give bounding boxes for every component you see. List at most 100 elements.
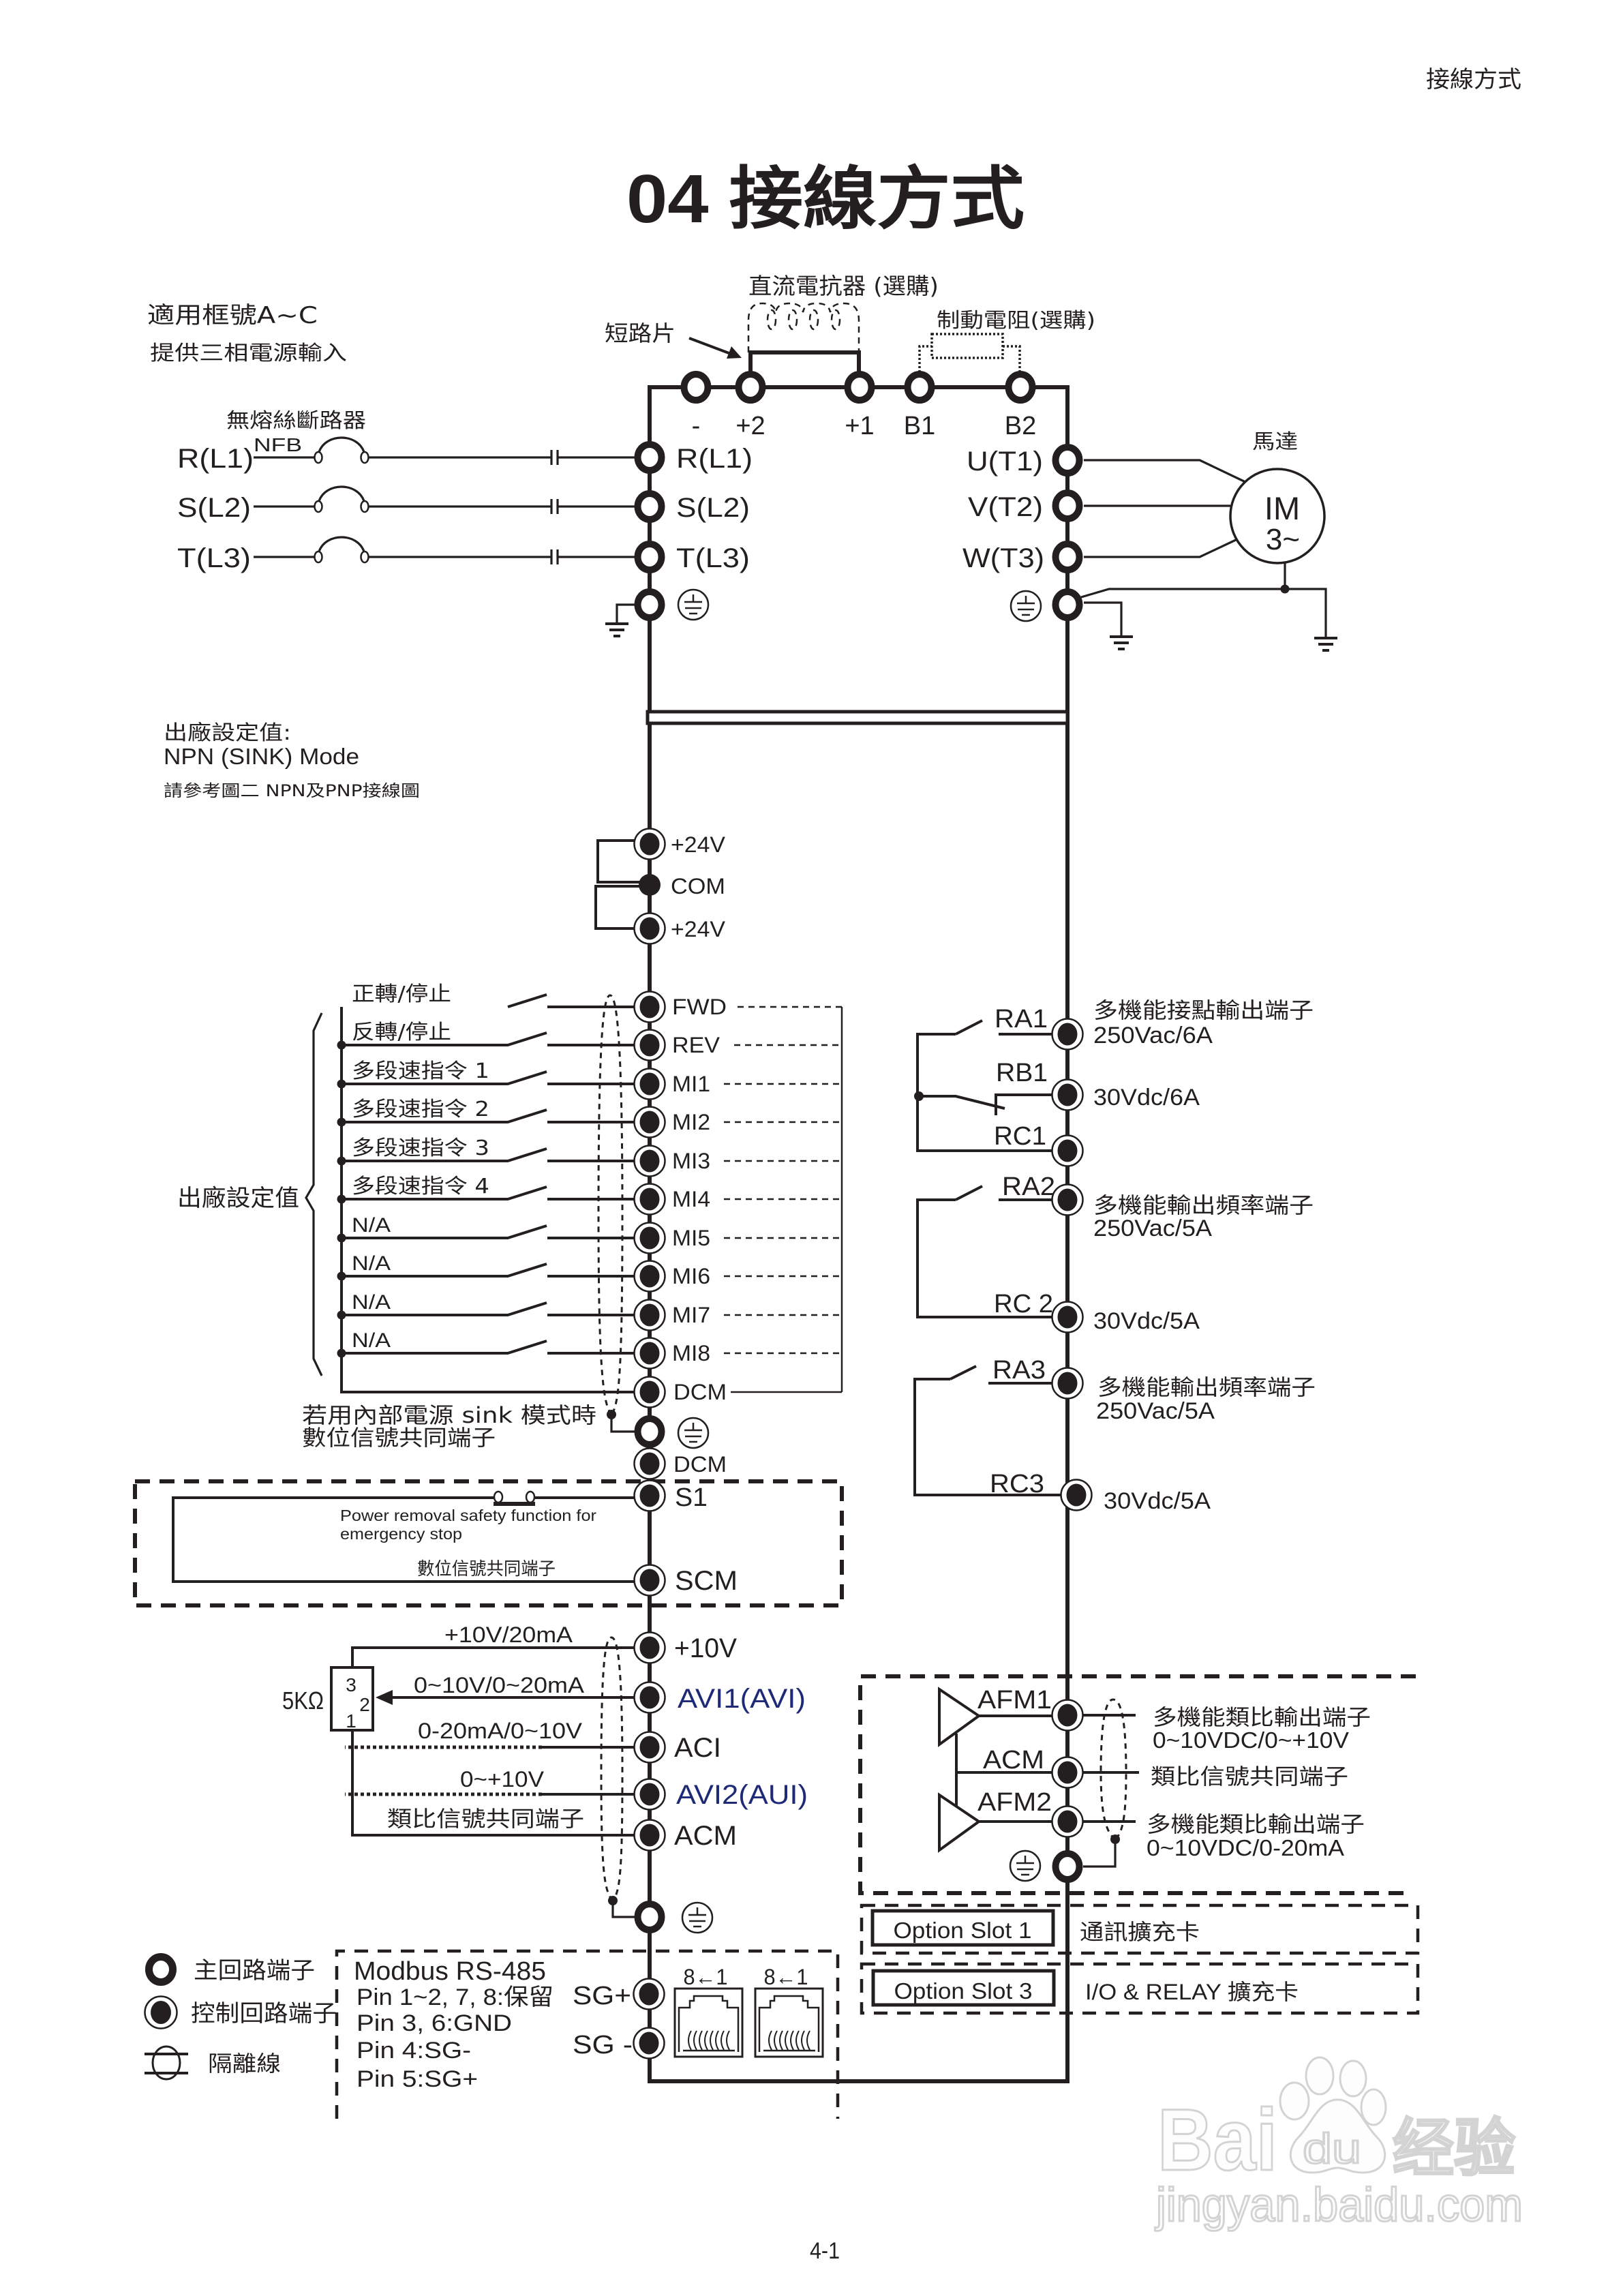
- frame-size-note: 適用框號A~C: [147, 302, 318, 329]
- digital-input-row: N/A MI6: [337, 1252, 842, 1293]
- terminal-rc2: [1051, 1301, 1084, 1333]
- amplifier-icon: [938, 1687, 982, 1747]
- terminal-w: [1056, 544, 1080, 570]
- breaker-label: 無熔絲斷路器: [226, 409, 366, 433]
- terminal-dcm: [633, 1376, 666, 1408]
- signal-label: 0~10V/0~20mA: [414, 1673, 585, 1697]
- factory-default-heading: 出廠設定值:: [164, 721, 291, 745]
- pot-pin-label: 1: [346, 1710, 357, 1732]
- signal-label: 類比信號共同端子: [387, 1806, 584, 1832]
- shielded-wire-icon: [145, 2045, 188, 2081]
- terminal-label: SG+: [573, 1982, 631, 2010]
- junction-dot: [914, 1091, 924, 1101]
- legend-label: 主回路端子: [194, 1957, 315, 1984]
- terminal-label: +10V: [674, 1633, 737, 1663]
- input-terminal-label: MI3: [672, 1149, 710, 1173]
- coil-loop: [808, 309, 819, 331]
- junction-dot: [337, 1194, 346, 1204]
- terminal-10v: [633, 1631, 666, 1664]
- terminal-s1: [633, 1479, 666, 1512]
- phase-s-wire: [254, 485, 635, 514]
- terminal-aci: [633, 1731, 666, 1764]
- optional-wires: [345, 1745, 542, 1796]
- motor-ground-wire: [1080, 563, 1327, 637]
- relay3-wires: [913, 1365, 1061, 1496]
- breaker-contact-icon: [314, 451, 323, 464]
- digital-input-row: 多段速指令 2 MI2: [337, 1098, 842, 1138]
- legend-label: 控制回路端子: [191, 2000, 337, 2027]
- pot-pin-label: 2: [359, 1694, 370, 1715]
- terminal-avi1: [633, 1681, 666, 1714]
- shielded-wire-icon: [600, 1636, 624, 1902]
- input-function-label: 多段速指令 4: [352, 1175, 489, 1198]
- safety-loop-wire: [172, 1496, 635, 1583]
- terminal-dc-plus1: [848, 374, 872, 400]
- jack-pin-order: 8←1: [764, 1965, 808, 1989]
- terminal-r: [638, 444, 662, 470]
- protective-earth-icon: [677, 1417, 710, 1449]
- modbus-pinout: Pin 3, 6:GND: [357, 2010, 512, 2036]
- terminal-input-ground: [638, 592, 662, 618]
- terminal-mi1: [633, 1068, 666, 1100]
- safety-section: Power removal safety function for emerge…: [133, 1479, 844, 1607]
- motor-caption: 馬達: [1252, 430, 1298, 454]
- option-slot-dashed-box: [860, 1962, 1420, 2015]
- breaker-contact-icon: [314, 500, 323, 513]
- junction-dot: [337, 1348, 346, 1358]
- motor-symbol-line2: 3~: [1266, 523, 1300, 556]
- watermark-suffix: 经验: [1393, 2112, 1515, 2185]
- terminal-label: R(L1): [676, 444, 753, 474]
- terminal-dcm-2: [633, 1447, 666, 1480]
- phase-r-wire: [254, 436, 635, 465]
- terminal-acm: [633, 1819, 666, 1852]
- page-title: 04 接線方式: [626, 161, 1025, 237]
- relay-rating: 250Vac/5A: [1096, 1398, 1215, 1424]
- terminal-label: ACI: [674, 1733, 721, 1763]
- relay-terminal-label: RA1: [995, 1005, 1048, 1033]
- analog-wires: [351, 1646, 635, 1837]
- group-brace: [305, 1012, 323, 1376]
- input-switch-wire: [342, 1070, 635, 1085]
- relay-rating: 30Vdc/5A: [1104, 1488, 1211, 1514]
- power-input-section: 無熔絲斷路器 NFB R(L1) S(L2) T(L3) R(L1) S(L2)…: [177, 409, 753, 637]
- modbus-title: Modbus RS-485: [354, 1957, 546, 1986]
- sink-mode-note: NPN (SINK) Mode: [164, 744, 359, 769]
- shield-ground-wire: [1083, 1839, 1117, 1868]
- terminal-rb1: [1051, 1078, 1084, 1111]
- control-circuit-terminal-icon: [144, 1995, 178, 2029]
- relay-rating: 250Vac/6A: [1093, 1023, 1213, 1048]
- shield-ground-wire: [611, 1901, 635, 1918]
- terminal-analog-ground: [638, 1904, 662, 1930]
- motor-wires: [1084, 459, 1246, 558]
- terminal-s: [638, 494, 662, 519]
- supply-terminals: +24V COM +24V: [594, 828, 726, 945]
- estop-contact-icon: [525, 1490, 536, 1504]
- power-input-note: 提供三相電源輸入: [150, 342, 347, 365]
- input-function-label: 反轉/停止: [352, 1021, 451, 1044]
- analog-inputs-section: 3 2 1 5KΩ +10V/20mA 0~10V/0~20mA 0-20mA/…: [282, 1622, 808, 1934]
- option-slot-label: Option Slot 3: [894, 1978, 1033, 2004]
- junction-dot: [337, 1040, 346, 1050]
- terminal-label: COM: [671, 874, 725, 898]
- input-switch-wire: [342, 1185, 635, 1200]
- relay-terminal-label: RA2: [1002, 1173, 1055, 1201]
- analog-output-caption: 多機能類比輸出端子: [1147, 1811, 1365, 1837]
- option-slot-dashed-box: [860, 1903, 1420, 1955]
- input-switch-wire: [342, 1147, 635, 1162]
- input-function-label: 正轉/停止: [352, 982, 451, 1006]
- option-slots-section: Option Slot 1 通訊擴充卡 Option Slot 3 I/O & …: [860, 1903, 1420, 2015]
- terminal-ra1: [1051, 1018, 1084, 1051]
- relay-terminal-label: RB1: [996, 1059, 1048, 1087]
- terminal-label: DCM: [673, 1380, 727, 1404]
- power-control-divider: [646, 710, 1070, 725]
- terminal-label: -: [692, 412, 701, 440]
- terminal-com: [639, 874, 661, 896]
- digital-input-row: N/A MI7: [337, 1291, 842, 1331]
- analog-output-terminal-label: AFM1: [977, 1686, 1052, 1715]
- internal-power-note: 數位信號共同端子: [302, 1425, 496, 1451]
- option-card-label: I/O & RELAY 擴充卡: [1085, 1980, 1299, 2004]
- terminal-label: V(T2): [968, 492, 1043, 522]
- terminal-output-shield-ground: [1056, 1854, 1080, 1879]
- relay-rating: 30Vdc/6A: [1093, 1085, 1200, 1111]
- paw-logo-icon: [1279, 2056, 1387, 2174]
